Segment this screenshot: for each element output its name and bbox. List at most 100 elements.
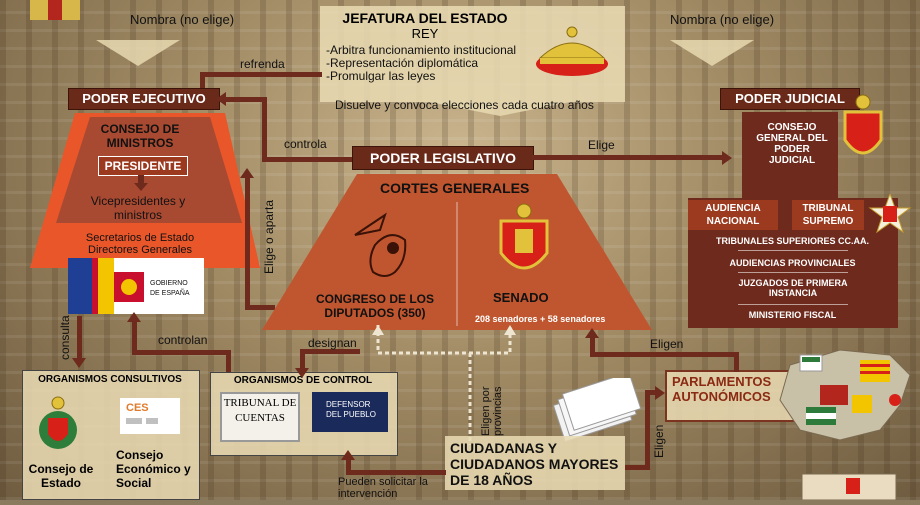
cgpj-label: CONSEJO GENERAL DEL PODER JUDICIAL — [756, 122, 828, 166]
designan-arrowhead — [295, 368, 309, 378]
consejo-estado-shield-icon — [38, 396, 78, 461]
pueden-arrow — [346, 470, 446, 475]
ces-logo: CES — [120, 398, 180, 434]
poder-legislativo-title: PODER LEGISLATIVO — [352, 146, 534, 170]
dashed-election-arrows — [370, 325, 520, 450]
ciudadanos-box — [445, 436, 625, 490]
consejo-ministros-label: CONSEJO DE MINISTROS — [100, 122, 180, 150]
controlan-arrow-up — [132, 318, 137, 355]
eligen-side-label: Eligen — [652, 424, 666, 458]
refrenda-arrow-vert — [200, 72, 205, 90]
spain-regions-map — [770, 345, 920, 460]
autonomicos-eligen-arrow-up — [590, 336, 595, 356]
ciudadanos-label: CIUDADANAS Y CIUDADANOS MAYORES DE 18 AÑ… — [450, 440, 619, 488]
presidente-down-arrow — [134, 175, 148, 196]
judicial-item: JUZGADOS DE PRIMERA INSTANCIA — [738, 278, 848, 298]
consulta-arrow — [77, 316, 82, 360]
judicial-separator — [738, 250, 848, 251]
judicial-shield-icon — [842, 94, 884, 173]
parlamentos-label: PARLAMENTOS AUTONÓMICOS — [672, 374, 772, 404]
nombra-left-chevron — [96, 40, 180, 66]
svg-text:GOBIERNO: GOBIERNO — [150, 280, 188, 287]
tribunal-supremo-box: TRIBUNAL SUPREMO — [792, 200, 864, 230]
supremo-badge-icon — [868, 192, 912, 241]
controlan-arrow-right — [226, 350, 231, 372]
autonomicos-eligen-arrowhead — [585, 328, 599, 338]
jefatura-item: -Arbitra funcionamiento institucional — [326, 43, 517, 57]
designan-label: designan — [308, 336, 357, 350]
eligen-provincias-label: Eligen por provincias — [480, 386, 504, 436]
gobierno-espana-logo: GOBIERNO DE ESPAÑA — [68, 258, 204, 314]
vicepresidentes-label: Vicepresidentes y ministros — [90, 194, 186, 222]
controlan-arrow — [132, 350, 230, 355]
tribunal-cuentas-sign: TRIBUNAL DE CUENTAS — [220, 392, 300, 442]
elige-judicial-arrow — [532, 155, 724, 160]
jefatura-subtitle: REY — [411, 26, 439, 41]
congreso-lion-icon — [345, 210, 425, 290]
crown-icon — [532, 24, 612, 81]
constitution-book-icon — [800, 468, 900, 505]
defensor-logo-text: DEFENSOR DEL PUEBLO — [326, 400, 376, 419]
controla-arrow — [262, 157, 354, 162]
pueden-arrow-up — [346, 455, 351, 475]
jefatura-down-chevron — [430, 102, 570, 116]
elige-aparta-arrow — [245, 178, 250, 308]
jefatura-item: -Representación diplomática — [326, 56, 479, 70]
autonomicos-eligen-arrow — [590, 352, 738, 357]
cortes-generales-label: CORTES GENERALES — [380, 180, 530, 196]
elige-aparta-arrowhead — [240, 168, 254, 178]
ballot-papers-icon — [548, 371, 648, 453]
control-title: ORGANISMOS DE CONTROL — [233, 375, 373, 386]
refrenda-arrow — [200, 72, 322, 77]
controlan-label: controlan — [158, 333, 208, 347]
designan-arrow — [300, 349, 360, 354]
congreso-label: CONGRESO DE LOS DIPUTADOS (350) — [315, 292, 434, 320]
pueden-arrowhead — [341, 450, 355, 460]
senado-label: SENADO — [493, 290, 549, 305]
svg-text:DE ESPAÑA: DE ESPAÑA — [150, 288, 190, 297]
poder-judicial-title: PODER JUDICIAL — [720, 88, 860, 110]
controla-label: controla — [284, 137, 327, 151]
judicial-item: TRIBUNALES SUPERIORES CC.AA. — [715, 236, 869, 246]
controla-arrow-vert — [262, 100, 267, 162]
designan-arrow-down — [300, 349, 305, 369]
eligen-side-arrow-up — [645, 392, 650, 470]
controla-arrow-top — [225, 97, 267, 102]
jefatura-title: JEFATURA DEL ESTADO — [342, 10, 508, 26]
secretarios-label: Secretarios de Estado Directores General… — [85, 232, 195, 256]
consulta-label: consulta — [58, 315, 72, 360]
jefatura-item: -Promulgar las leyes — [326, 69, 436, 83]
eligen-side-arrow-top — [645, 390, 657, 395]
nombra-left-label: Nombra (no elige) — [130, 12, 235, 27]
judicial-item: AUDIENCIAS PROVINCIALES — [729, 258, 856, 268]
controla-arrowhead — [216, 92, 226, 106]
elige-judicial-arrowhead — [722, 151, 732, 165]
ces-label: Consejo Económico y Social — [116, 448, 191, 490]
eligen-side-arrowhead — [655, 386, 665, 400]
top-coat-of-arms — [20, 0, 90, 20]
elige-aparta-arrow-bottom — [245, 305, 275, 310]
disuelve-label: Disuelve y convoca elecciones cada cuatr… — [335, 98, 594, 112]
poder-ejecutivo-title: PODER EJECUTIVO — [68, 88, 220, 110]
pueden-label: Pueden solicitar la intervención — [338, 476, 428, 500]
judicial-separator — [738, 304, 848, 305]
ces-logo-text: CES — [126, 402, 149, 414]
defensor-logo: DEFENSOR DEL PUEBLO — [312, 392, 388, 432]
judicial-separator — [738, 272, 848, 273]
controlan-arrowhead — [127, 312, 141, 322]
autonomicos-eligen-label: Eligen — [650, 337, 684, 351]
eligen-side-arrow — [625, 465, 649, 470]
audiencia-nacional-box: AUDIENCIA NACIONAL — [688, 200, 778, 230]
cortes-trapezoid — [262, 174, 652, 335]
autonomicos-eligen-arrow-down — [734, 352, 739, 372]
nombra-right-chevron — [670, 40, 754, 66]
consejo-estado-label: Consejo de Estado — [28, 462, 94, 490]
judicial-item: MINISTERIO FISCAL — [748, 310, 837, 320]
consultivos-title: ORGANISMOS CONSULTIVOS — [38, 374, 182, 385]
senado-count-label: 208 senadores + 58 senadores — [475, 314, 606, 324]
elige-judicial-label: Elige — [588, 138, 615, 152]
refrenda-label: refrenda — [240, 57, 285, 71]
nombra-right-label: Nombra (no elige) — [670, 12, 775, 27]
senado-shield-icon — [497, 203, 551, 288]
consulta-arrowhead — [72, 358, 86, 368]
